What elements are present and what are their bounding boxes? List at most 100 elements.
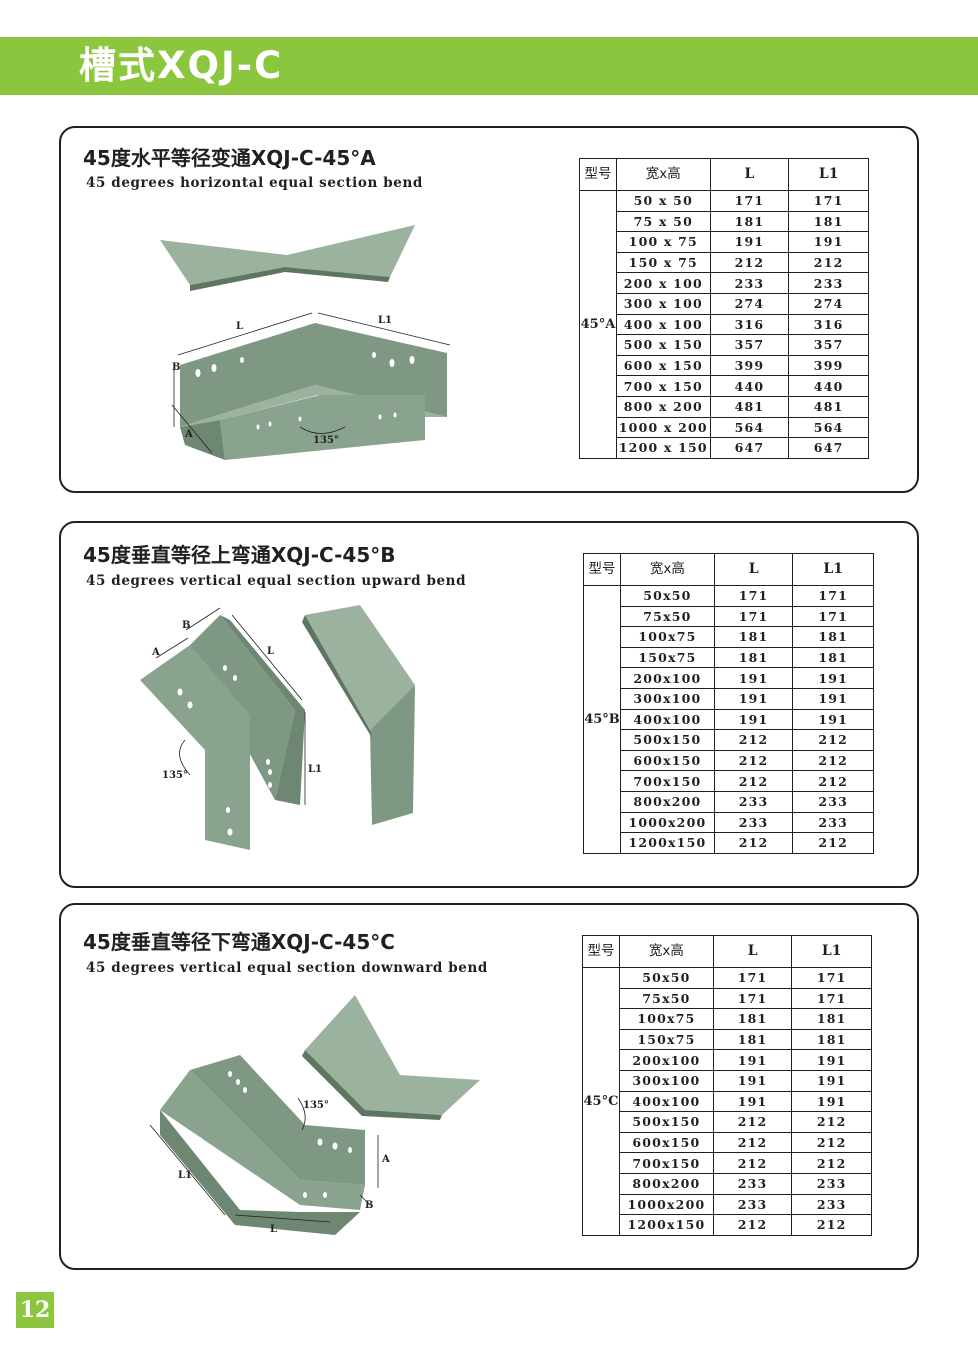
l1-cell: 481 bbox=[788, 396, 869, 418]
l1-cell: 212 bbox=[792, 832, 874, 854]
l-cell: 212 bbox=[712, 1111, 793, 1133]
size-cell: 75 x 50 bbox=[615, 211, 711, 233]
size-cell: 1000x200 bbox=[618, 1194, 714, 1216]
l1-cell: 233 bbox=[792, 791, 874, 813]
l1-cell: 171 bbox=[791, 967, 872, 989]
l-cell: 212 bbox=[712, 1152, 793, 1174]
type-label: 45°A bbox=[579, 190, 617, 459]
size-cell: 50x50 bbox=[618, 967, 714, 989]
col-header-l1: L1 bbox=[788, 158, 869, 191]
size-cell: 600x150 bbox=[619, 750, 715, 772]
col-header-size: 宽x高 bbox=[615, 158, 711, 191]
size-cell: 150 x 75 bbox=[615, 252, 711, 274]
angle-label: 135° bbox=[303, 1100, 329, 1111]
tray-front-wall bbox=[220, 395, 425, 460]
header-banner bbox=[0, 37, 978, 95]
l1-cell: 191 bbox=[792, 667, 874, 689]
l-cell: 191 bbox=[712, 1070, 793, 1092]
l1-cell: 181 bbox=[792, 626, 874, 648]
section-a-drawing: L L1 B A 135° bbox=[160, 225, 451, 460]
l1-cell: 212 bbox=[788, 252, 869, 274]
l-cell: 191 bbox=[709, 231, 790, 253]
l-cell: 191 bbox=[713, 709, 794, 731]
l1-cell: 399 bbox=[788, 355, 869, 377]
dim-label-l: L bbox=[236, 321, 243, 332]
l1-cell: 171 bbox=[792, 585, 874, 607]
l-cell: 212 bbox=[713, 832, 794, 854]
l-cell: 212 bbox=[713, 770, 794, 792]
dim-label-b: B bbox=[172, 362, 180, 373]
col-header-l1: L1 bbox=[791, 935, 872, 968]
l-cell: 212 bbox=[709, 252, 790, 274]
col-header-l1: L1 bbox=[792, 553, 874, 586]
l1-cell: 191 bbox=[788, 231, 869, 253]
l-cell: 233 bbox=[712, 1173, 793, 1195]
l-cell: 181 bbox=[713, 626, 794, 648]
size-cell: 400x100 bbox=[618, 1091, 714, 1113]
l-cell: 233 bbox=[713, 812, 794, 834]
l1-cell: 181 bbox=[791, 1029, 872, 1051]
size-cell: 200 x 100 bbox=[615, 272, 711, 294]
section-c-title: 45度垂直等径下弯通XQJ-C-45°C bbox=[83, 930, 395, 954]
size-cell: 1000 x 200 bbox=[615, 417, 711, 439]
cover-plate bbox=[160, 225, 415, 285]
l1-cell: 212 bbox=[792, 770, 874, 792]
size-cell: 400 x 100 bbox=[615, 314, 711, 336]
angle-label: 135° bbox=[313, 435, 339, 446]
l1-cell: 181 bbox=[788, 211, 869, 233]
l1-cell: 212 bbox=[791, 1214, 872, 1236]
l-cell: 171 bbox=[713, 606, 794, 628]
l-cell: 191 bbox=[713, 667, 794, 689]
l-cell: 233 bbox=[709, 272, 790, 294]
l-cell: 440 bbox=[709, 375, 790, 397]
l1-cell: 212 bbox=[791, 1111, 872, 1133]
tray-back-wall-right bbox=[315, 323, 447, 417]
l-cell: 212 bbox=[712, 1214, 793, 1236]
l1-cell: 316 bbox=[788, 314, 869, 336]
l1-cell: 274 bbox=[788, 293, 869, 315]
l-cell: 171 bbox=[712, 988, 793, 1010]
l1-cell: 357 bbox=[788, 334, 869, 356]
size-cell: 300x100 bbox=[618, 1070, 714, 1092]
size-cell: 600 x 150 bbox=[615, 355, 711, 377]
col-header-l: L bbox=[713, 553, 794, 586]
size-cell: 150x75 bbox=[619, 647, 715, 669]
size-cell: 400x100 bbox=[619, 709, 715, 731]
l-cell: 191 bbox=[713, 688, 794, 710]
size-cell: 100x75 bbox=[618, 1008, 714, 1030]
l1-cell: 233 bbox=[791, 1173, 872, 1195]
section-a-subtitle: 45 degrees horizontal equal section bend bbox=[86, 175, 423, 191]
l-cell: 399 bbox=[709, 355, 790, 377]
l-cell: 316 bbox=[709, 314, 790, 336]
l1-cell: 181 bbox=[792, 647, 874, 669]
tray-front-wall bbox=[160, 1110, 360, 1235]
l1-cell: 191 bbox=[792, 688, 874, 710]
size-cell: 200x100 bbox=[619, 667, 715, 689]
dim-label-l1: L1 bbox=[308, 764, 322, 775]
dim-label-a: A bbox=[184, 429, 193, 440]
l1-cell: 212 bbox=[791, 1132, 872, 1154]
l1-cell: 191 bbox=[792, 709, 874, 731]
size-cell: 150x75 bbox=[618, 1029, 714, 1051]
l1-cell: 171 bbox=[788, 190, 869, 212]
